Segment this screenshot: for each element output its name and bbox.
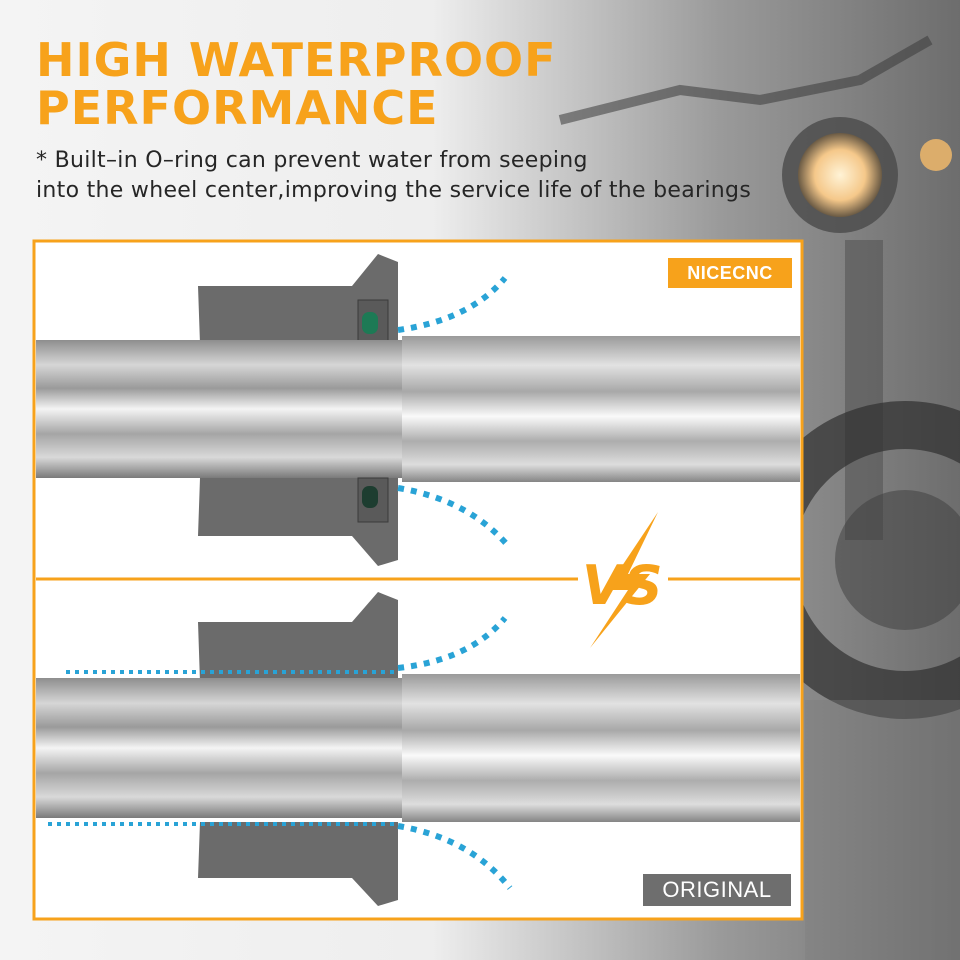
upper-bushing-original (198, 592, 398, 682)
upper-bushing (198, 254, 398, 344)
shaft-right (402, 336, 800, 482)
lower-bushing (198, 478, 398, 566)
oring-lower (362, 486, 378, 508)
headline: HIGH WATERPROOF PERFORMANCE (36, 36, 557, 132)
nicecnc-label: NICECNC (668, 258, 792, 288)
water-stream-lower (397, 485, 513, 550)
lower-bushing-original (198, 822, 398, 906)
headline-line-1: HIGH WATERPROOF (36, 33, 557, 87)
water-stream-lower-original (397, 823, 513, 890)
nicecnc-panel (36, 254, 800, 566)
original-panel (36, 592, 800, 906)
feature-description: * Built–in O–ring can prevent water from… (36, 146, 751, 206)
water-stream-upper (397, 276, 508, 333)
vs-text: VS (582, 554, 663, 617)
shaft-right-original (402, 674, 800, 822)
water-stream-upper-original (397, 616, 508, 671)
description-line-1: * Built–in O–ring can prevent water from… (36, 148, 588, 173)
shaft-left (36, 340, 408, 478)
original-label: ORIGINAL (643, 874, 791, 906)
headline-line-2: PERFORMANCE (36, 81, 439, 135)
description-line-2: into the wheel center,improving the serv… (36, 178, 752, 203)
shaft-left-original (36, 678, 408, 818)
lightning-vs-icon: VS (582, 512, 663, 648)
oring-upper (362, 312, 378, 334)
